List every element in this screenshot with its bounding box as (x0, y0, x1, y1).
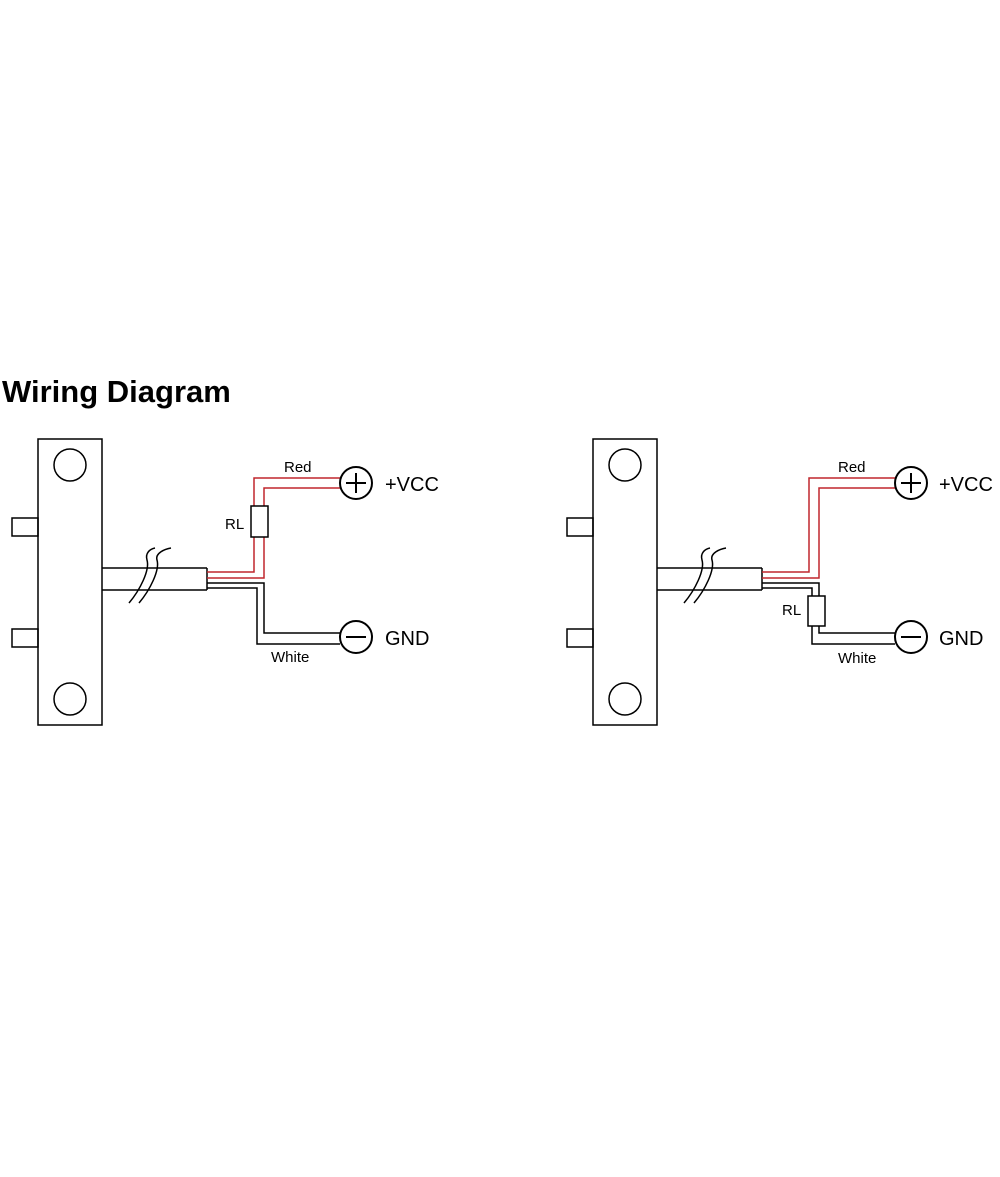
white-wire-label: White (271, 649, 309, 666)
cable (102, 547, 208, 604)
red-wire-label: Red (838, 459, 866, 476)
sensor-tab-bottom (11, 628, 39, 648)
gnd-terminal (894, 620, 928, 654)
white-wire (762, 582, 895, 645)
load-label: RL (782, 602, 801, 619)
vcc-terminal (894, 466, 928, 500)
vcc-label: +VCC (939, 474, 993, 496)
load-resistor (250, 505, 269, 538)
vcc-label: +VCC (385, 474, 439, 496)
red-wire-label: Red (284, 459, 312, 476)
sensor-body (592, 438, 658, 726)
diagram-right (566, 438, 928, 726)
white-wire-label: White (838, 650, 876, 667)
sensor-body (37, 438, 103, 726)
cable (657, 547, 763, 604)
load-resistor (807, 595, 826, 627)
gnd-terminal (339, 620, 373, 654)
mounting-hole-top (608, 448, 642, 482)
red-wire (207, 477, 340, 579)
gnd-label: GND (385, 628, 429, 650)
gnd-label: GND (939, 628, 983, 650)
mounting-hole-bottom (608, 682, 642, 716)
mounting-hole-top (53, 448, 87, 482)
white-wire (207, 582, 340, 645)
vcc-terminal (339, 466, 373, 500)
sensor-tab-bottom (566, 628, 594, 648)
sensor-tab-top (566, 517, 594, 537)
mounting-hole-bottom (53, 682, 87, 716)
red-wire (762, 477, 895, 579)
load-label: RL (225, 516, 244, 533)
diagram-left (11, 438, 373, 726)
sensor-tab-top (11, 517, 39, 537)
page-title: Wiring Diagram (2, 374, 231, 409)
